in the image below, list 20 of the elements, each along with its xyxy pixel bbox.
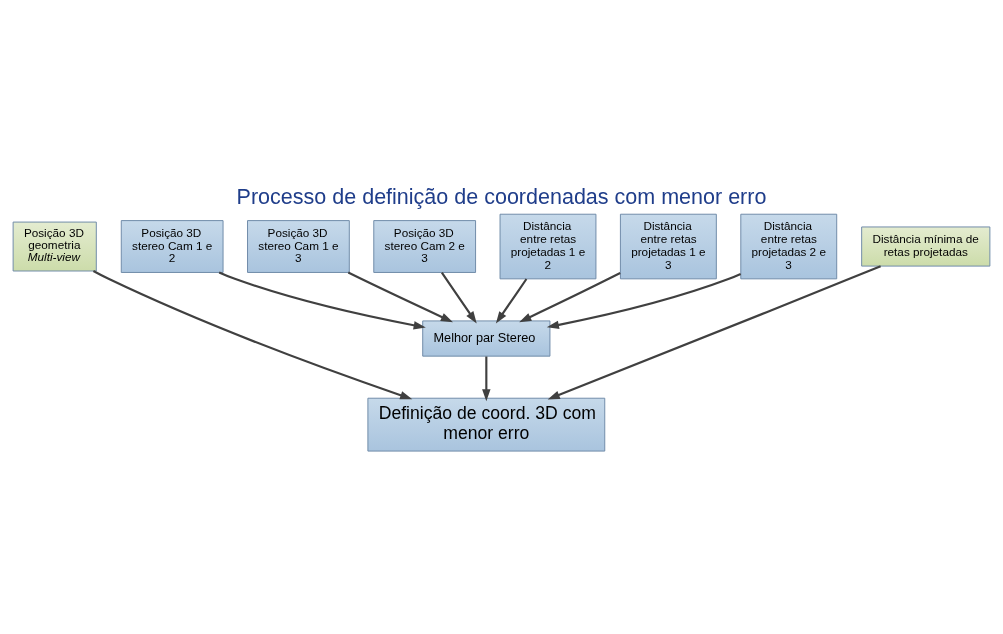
node-box: Distância entre retas projetadas 1 e 3 (619, 213, 717, 280)
arrow (218, 271, 426, 330)
arrow (495, 278, 528, 324)
arrow (92, 270, 413, 400)
arrow (482, 356, 491, 402)
arrow (440, 272, 477, 324)
node-box: Melhor par Stereo (422, 320, 551, 357)
node-box: Distância entre retas projetadas 2 e 3 (740, 213, 838, 280)
diagram-title: Processo de definição de coordenadas com menor erro (236, 185, 767, 210)
node-box: Distância entre retas projetadas 1 e 2 (499, 213, 597, 280)
node-box: Posição 3D geometria Multi-view (12, 221, 97, 272)
node-box: Posição 3D stereo Cam 1 e 2 (120, 220, 224, 273)
arrow (547, 265, 881, 400)
node-box: Posição 3D stereo Cam 1 e 3 (247, 220, 350, 273)
node-box: Definição de coord. 3D com menor erro (367, 397, 606, 452)
arrow (519, 272, 621, 323)
node-box: Distância mínima de retas projetadas (861, 226, 991, 267)
arrow (347, 271, 453, 323)
node-box: Posição 3D stereo Cam 2 e 3 (373, 220, 477, 273)
arrow (546, 273, 742, 330)
